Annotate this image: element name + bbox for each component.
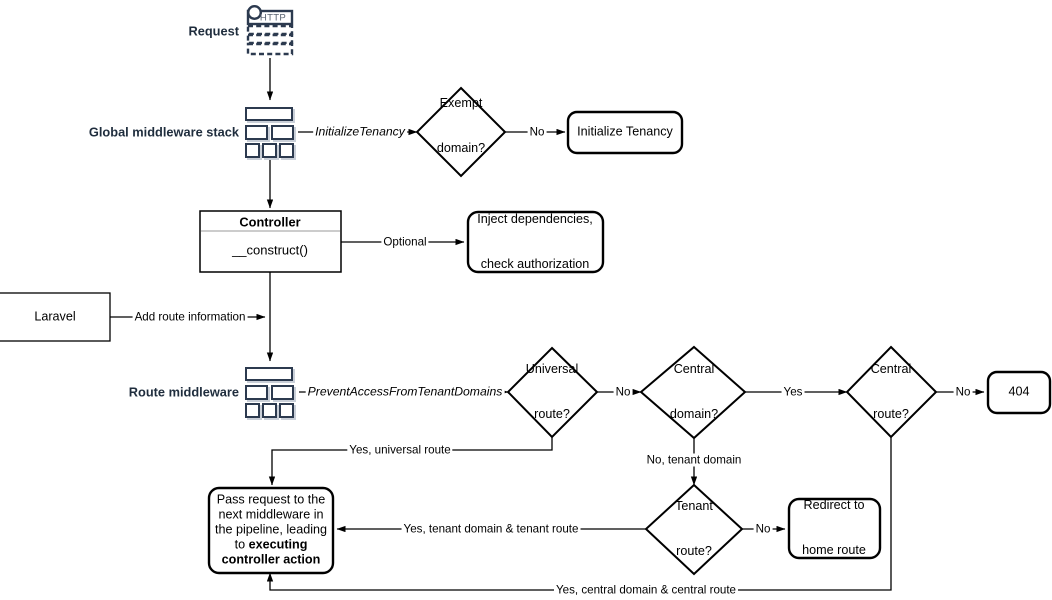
edge-label-add-route-information: Add route information — [132, 310, 248, 324]
edge-label-yes-central: Yes, central domain & central route — [553, 583, 739, 597]
middleware-cell — [271, 385, 294, 400]
edge-label-no-tenant-domain: No, tenant domain — [644, 453, 744, 467]
node-central-route — [845, 345, 938, 439]
node-controller — [199, 210, 342, 273]
global-middleware-icon — [245, 107, 297, 158]
http-icon-label: HTTP — [259, 12, 287, 23]
edge-label-central-domain-yes: Yes — [781, 385, 805, 399]
middleware-cell — [262, 403, 277, 418]
middleware-cell — [245, 125, 268, 140]
edge-label-universal-no: No — [613, 385, 633, 399]
node-initialize-tenancy — [566, 110, 684, 155]
node-pass-request — [207, 486, 335, 575]
edge-label-prevent-access: PreventAccessFromTenantDomains — [305, 384, 505, 399]
edge-label-central-route-no: No — [953, 385, 973, 399]
middleware-cell — [245, 107, 293, 121]
edge-label-yes-universal-route: Yes, universal route — [347, 443, 453, 457]
middleware-cell — [262, 143, 277, 158]
middleware-cell — [279, 403, 294, 418]
edge-label-optional: Optional — [381, 235, 429, 249]
middleware-cell — [279, 143, 294, 158]
node-redirect-home — [787, 497, 882, 560]
label-request: Request — [188, 23, 240, 39]
node-universal-route — [506, 346, 599, 439]
route-middleware-icon — [245, 367, 297, 418]
node-central-domain — [639, 345, 747, 440]
middleware-cell — [245, 385, 268, 400]
edge-label-tenant-route-no: No — [753, 522, 773, 536]
middleware-cell — [245, 143, 260, 158]
edge-label-initialize-tenancy: InitializeTenancy — [313, 124, 407, 139]
edge-label-yes-tenant: Yes, tenant domain & tenant route — [401, 522, 581, 536]
node-exempt-domain — [415, 86, 507, 178]
node-inject-dependencies — [466, 210, 605, 274]
node-tenant-route — [644, 483, 744, 576]
http-request-icon: HTTP — [245, 4, 297, 58]
edge-label-exempt-no: No — [527, 125, 547, 139]
node-404 — [986, 370, 1052, 415]
label-route-middleware: Route middleware — [128, 384, 239, 400]
middleware-cell — [245, 403, 260, 418]
node-label-controller-method: __construct() — [232, 242, 308, 258]
middleware-cell — [271, 125, 294, 140]
label-global-middleware-stack: Global middleware stack — [88, 124, 239, 140]
node-label-controller-title: Controller — [239, 214, 301, 230]
node-laravel — [0, 292, 111, 342]
middleware-cell — [245, 367, 293, 381]
